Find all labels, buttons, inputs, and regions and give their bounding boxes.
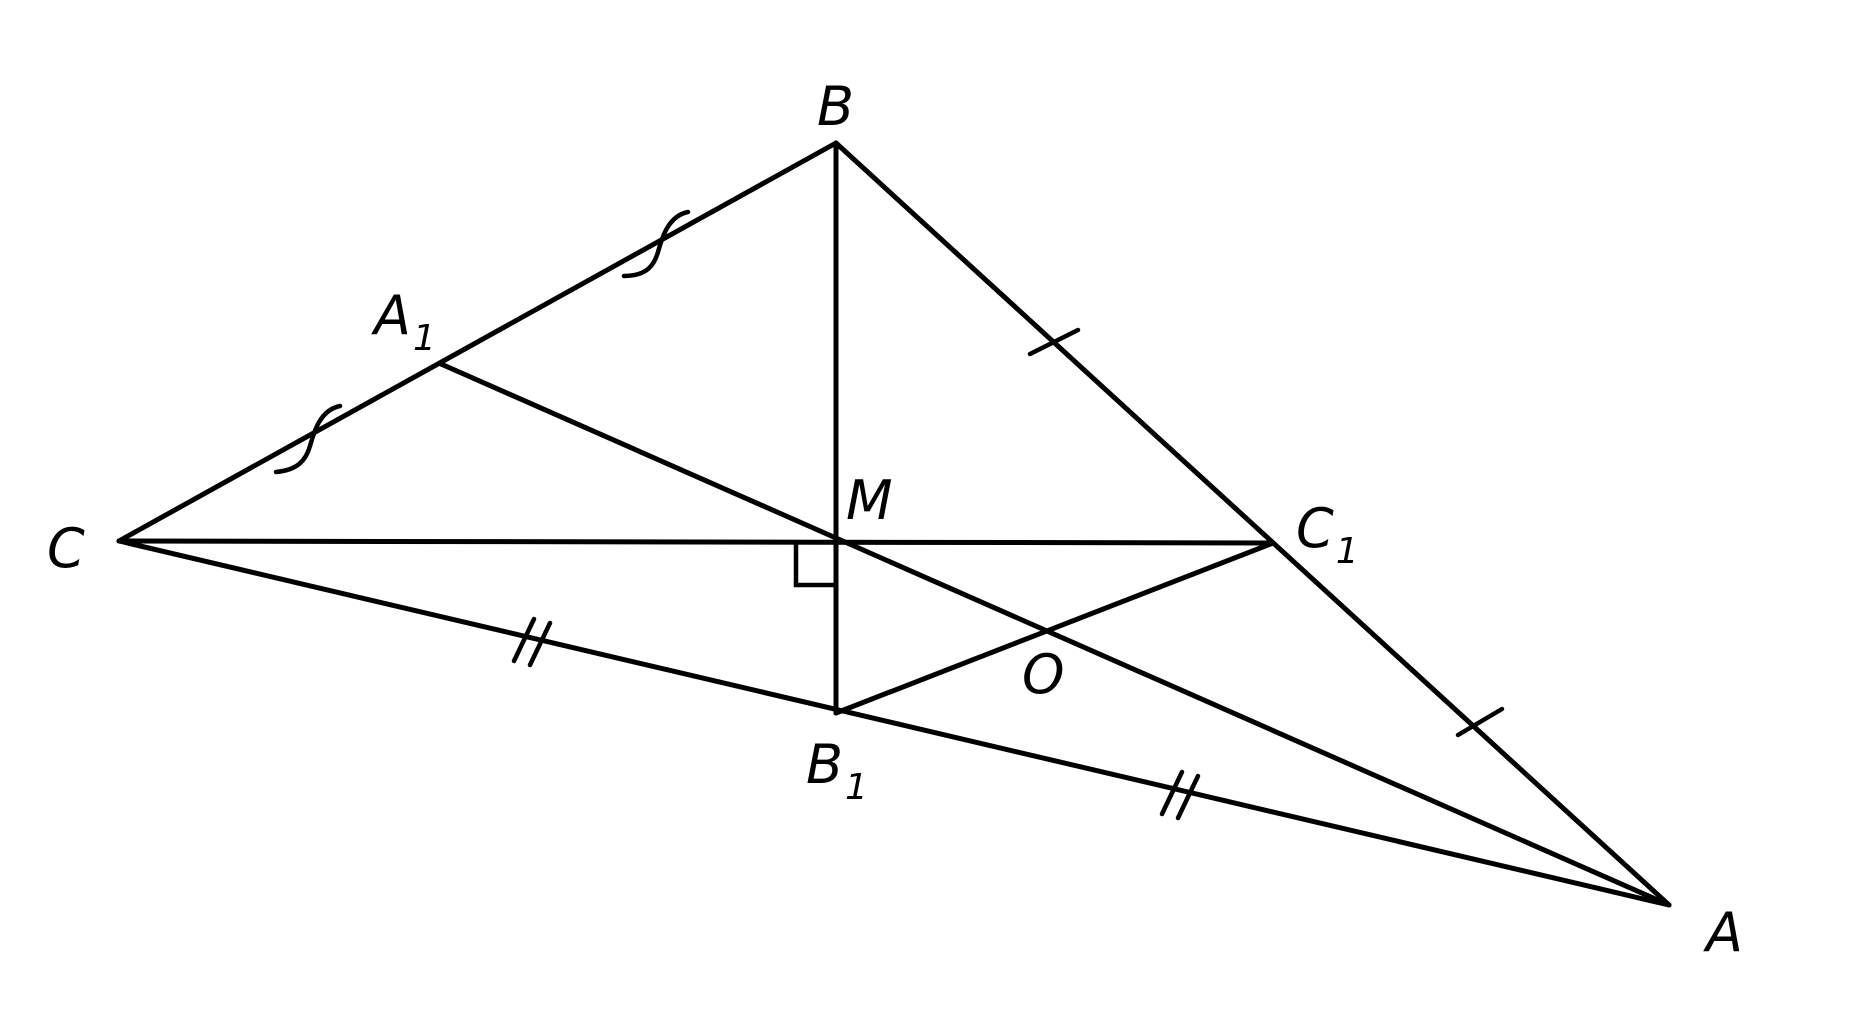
label-c: C xyxy=(47,517,85,580)
segment-b1c1 xyxy=(833,540,1276,716)
label-b1-main: B xyxy=(806,733,843,796)
double-tick-ac-left-2 xyxy=(527,620,553,668)
label-a1-sub: 1 xyxy=(413,318,436,359)
s-mark-bc-lower xyxy=(273,403,343,475)
double-tick-ac-left-1 xyxy=(511,616,537,664)
label-b: B xyxy=(817,75,854,138)
median-aa1 xyxy=(438,361,1672,908)
double-tick-ac-right-2 xyxy=(1175,773,1201,821)
side-ca xyxy=(116,538,1672,908)
label-a: A xyxy=(1703,901,1743,964)
label-m: M xyxy=(846,469,893,532)
label-o: O xyxy=(1022,643,1065,706)
label-c1: C1 xyxy=(1296,497,1359,572)
label-a1-main: A xyxy=(371,284,411,347)
right-angle-mark xyxy=(793,540,839,588)
side-cb xyxy=(116,140,839,544)
label-c1-sub: 1 xyxy=(1336,531,1359,572)
side-ba xyxy=(833,140,1672,908)
tick-ab-upper xyxy=(1027,327,1081,357)
label-a1: A1 xyxy=(371,284,436,359)
s-mark-bc-upper xyxy=(621,209,691,279)
segment-cc1 xyxy=(116,538,1276,546)
label-b1: B1 xyxy=(806,733,868,808)
label-c1-main: C xyxy=(1296,497,1334,560)
double-tick-ac-right-1 xyxy=(1159,769,1185,817)
label-b1-sub: 1 xyxy=(845,767,868,808)
tick-ab-lower xyxy=(1455,706,1505,738)
